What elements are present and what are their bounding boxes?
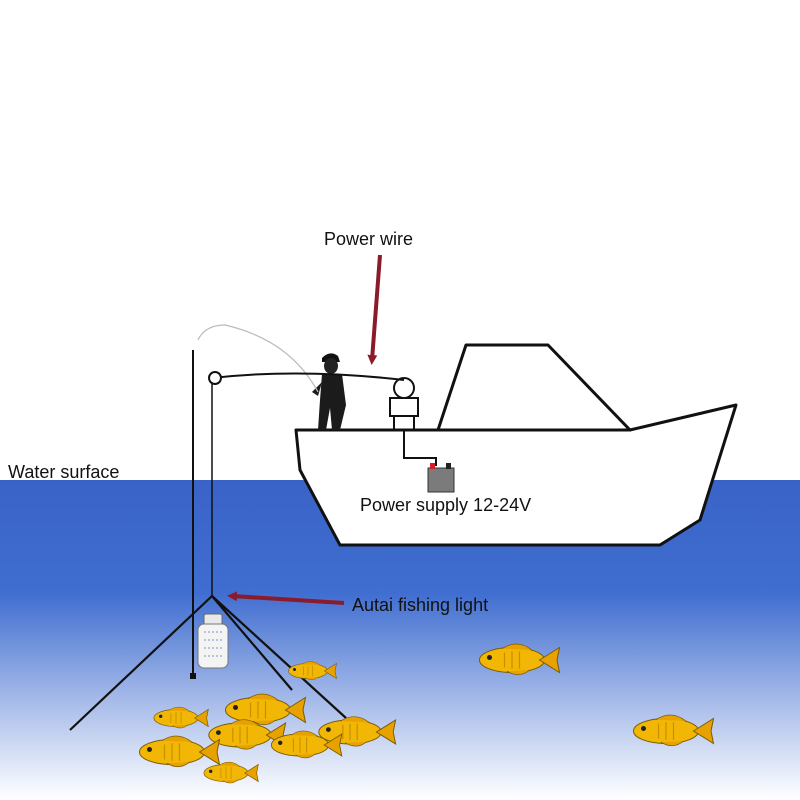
- water-surface-label: Water surface: [8, 462, 120, 482]
- net-lines: [69, 595, 347, 731]
- reel-icon: [389, 377, 419, 430]
- fishing-lamp-icon: [197, 613, 229, 669]
- fishing-rod: [197, 324, 319, 393]
- fishing-light-label: Autai fishing light: [352, 595, 489, 615]
- power-supply-label: Power supply 12-24V: [360, 495, 532, 515]
- fisherman-icon: [312, 353, 346, 430]
- power-wire-arrow: [367, 254, 382, 365]
- fishing-light-arrow: [227, 591, 345, 605]
- pole-weight: [190, 673, 196, 679]
- power-cable: [403, 430, 437, 466]
- boat-icon: [294, 343, 738, 547]
- power-wire-label: Power wire: [324, 229, 414, 249]
- pulley: [208, 371, 222, 385]
- power-wire-line: [211, 372, 405, 381]
- battery-icon: [427, 463, 455, 493]
